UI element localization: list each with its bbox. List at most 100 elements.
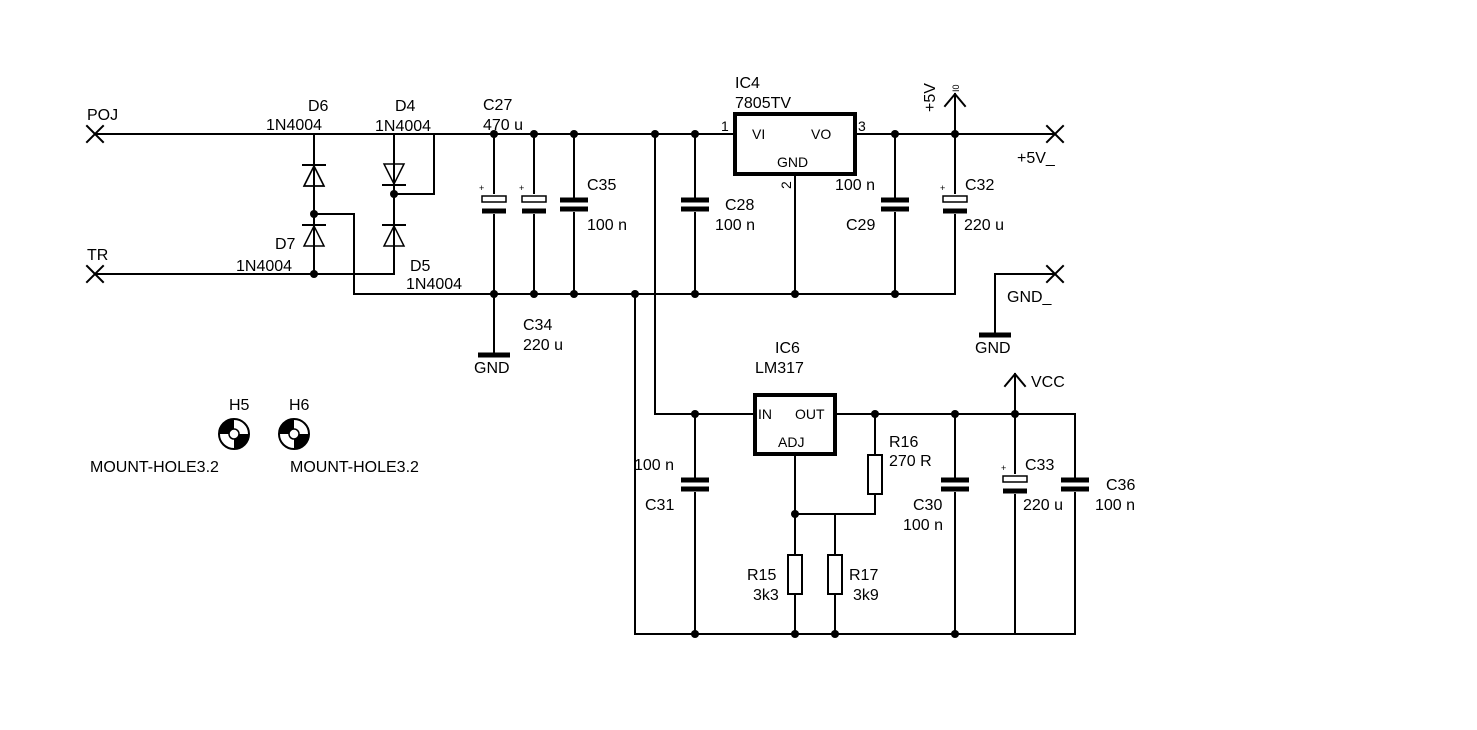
c31-ref: C31 bbox=[645, 497, 674, 514]
d4-value: 1N4004 bbox=[375, 118, 431, 135]
port-tr: TR bbox=[85, 247, 108, 284]
d7-ref: D7 bbox=[275, 236, 296, 253]
port-tr-cross-icon bbox=[85, 264, 105, 284]
capacitor-c35: C35 100 n bbox=[558, 177, 627, 234]
port-poj-label: POJ bbox=[87, 107, 118, 124]
ic4-value: 7805TV bbox=[735, 95, 791, 112]
c27-value: 470 u bbox=[483, 117, 523, 134]
supply-5v-pin-label: I0 bbox=[951, 84, 961, 92]
supply-vcc-arrow-icon bbox=[1003, 372, 1027, 388]
c36-ref: C36 bbox=[1106, 477, 1135, 494]
c34-ref: C34 bbox=[523, 317, 552, 334]
mount-hole-h5: H5 MOUNT-HOLE3.2 bbox=[90, 397, 250, 476]
supply-5v-arrow-icon bbox=[943, 92, 967, 108]
capacitor-c34: + C34 220 u bbox=[519, 183, 563, 354]
c33-ref: C33 bbox=[1025, 457, 1054, 474]
diode-d4: D4 1N4004 bbox=[375, 98, 431, 191]
regulator-ic4: VI VO GND 1 3 2 IC4 7805TV bbox=[721, 75, 866, 189]
c28-value: 100 n bbox=[715, 217, 755, 234]
ic4-ref: IC4 bbox=[735, 75, 760, 92]
d7-value: 1N4004 bbox=[236, 258, 292, 275]
supply-5v: +5V I0 bbox=[922, 83, 967, 112]
mount-hole-h6: H6 MOUNT-HOLE3.2 bbox=[278, 397, 419, 476]
c32-ref: C32 bbox=[965, 177, 994, 194]
port-poj: POJ bbox=[85, 107, 118, 144]
ic4-pin-vo: VO bbox=[811, 126, 831, 142]
d5-ref: D5 bbox=[410, 258, 431, 275]
gnd1-label: GND bbox=[474, 360, 510, 377]
c35-value: 100 n bbox=[587, 217, 627, 234]
junctions bbox=[310, 130, 1019, 638]
supply-vcc-label: VCC bbox=[1031, 374, 1065, 391]
ic6-pin-adj: ADJ bbox=[778, 434, 804, 450]
c30-ref: C30 bbox=[913, 497, 942, 514]
c34-value: 220 u bbox=[523, 337, 563, 354]
port-gnd-label: GND_ bbox=[1007, 289, 1053, 306]
d4-ref: D4 bbox=[395, 98, 416, 115]
diode-d5: D5 1N4004 bbox=[382, 219, 462, 293]
port-gnd-cross-icon bbox=[1045, 264, 1065, 284]
d6-ref: D6 bbox=[308, 98, 329, 115]
capacitor-c30: C30 100 n bbox=[903, 477, 971, 534]
gnd-symbol-1: GND bbox=[474, 352, 510, 377]
ic4-pin-2: 2 bbox=[778, 181, 794, 189]
ic6-pin-out: OUT bbox=[795, 406, 825, 422]
port-poj-cross-icon bbox=[85, 124, 105, 144]
diode-d7: D7 1N4004 bbox=[236, 219, 326, 275]
port-tr-label: TR bbox=[87, 247, 108, 264]
d6-value: 1N4004 bbox=[266, 117, 322, 134]
capacitor-c31: C31 100 n bbox=[634, 457, 711, 514]
gnd2-label: GND bbox=[975, 340, 1011, 357]
c32-value: 220 u bbox=[964, 217, 1004, 234]
svg-text:+: + bbox=[519, 183, 524, 193]
resistor-r15: R15 3k3 bbox=[747, 554, 803, 604]
c28-ref: C28 bbox=[725, 197, 754, 214]
ic6-ref: IC6 bbox=[775, 340, 800, 357]
svg-text:+: + bbox=[479, 183, 484, 193]
ic4-pin-3: 3 bbox=[858, 118, 866, 134]
port-5v-cross-icon bbox=[1045, 124, 1065, 144]
r15-value: 3k3 bbox=[753, 587, 779, 604]
capacitor-c33: + C33 220 u bbox=[1001, 457, 1063, 514]
port-5v-out: +5V_ bbox=[1017, 124, 1065, 167]
capacitor-c32: + C32 220 u bbox=[940, 177, 1004, 234]
capacitor-c36: C36 100 n bbox=[1059, 477, 1135, 514]
c36-value: 100 n bbox=[1095, 497, 1135, 514]
c33-value: 220 u bbox=[1023, 497, 1063, 514]
c29-ref: C29 bbox=[846, 217, 875, 234]
wires bbox=[94, 93, 1076, 635]
resistor-r17: R17 3k9 bbox=[827, 554, 879, 604]
regulator-ic6: IN OUT ADJ IC6 LM317 bbox=[753, 340, 837, 456]
c31-value: 100 n bbox=[634, 457, 674, 474]
capacitor-c29: C29 100 n bbox=[835, 177, 911, 234]
h6-value: MOUNT-HOLE3.2 bbox=[290, 459, 419, 476]
ic6-value: LM317 bbox=[755, 360, 804, 377]
r15-ref: R15 bbox=[747, 567, 776, 584]
r16-value: 270 R bbox=[889, 453, 932, 470]
capacitor-c27: + C27 470 u bbox=[479, 97, 523, 214]
ic4-pin-1: 1 bbox=[721, 118, 729, 134]
r16-ref: R16 bbox=[889, 434, 918, 451]
port-gnd-out: GND_ bbox=[1007, 264, 1065, 306]
c27-ref: C27 bbox=[483, 97, 512, 114]
d5-value: 1N4004 bbox=[406, 276, 462, 293]
port-5v-label: +5V_ bbox=[1017, 150, 1056, 167]
h6-ref: H6 bbox=[289, 397, 310, 414]
supply-vcc: VCC bbox=[1003, 372, 1065, 391]
capacitor-c28: C28 100 n bbox=[679, 197, 755, 234]
svg-text:+: + bbox=[1001, 463, 1006, 473]
resistor-r16: R16 270 R bbox=[867, 434, 932, 495]
gnd-symbol-2: GND bbox=[975, 332, 1011, 357]
r17-ref: R17 bbox=[849, 567, 878, 584]
ic4-pin-gnd: GND bbox=[777, 154, 808, 170]
ic6-pin-in: IN bbox=[758, 406, 772, 422]
h5-value: MOUNT-HOLE3.2 bbox=[90, 459, 219, 476]
diode-d6: D6 1N4004 bbox=[266, 98, 329, 191]
c35-ref: C35 bbox=[587, 177, 616, 194]
svg-text:+: + bbox=[940, 183, 945, 193]
h5-ref: H5 bbox=[229, 397, 250, 414]
c30-value: 100 n bbox=[903, 517, 943, 534]
supply-5v-label: +5V bbox=[922, 83, 939, 112]
r17-value: 3k9 bbox=[853, 587, 879, 604]
